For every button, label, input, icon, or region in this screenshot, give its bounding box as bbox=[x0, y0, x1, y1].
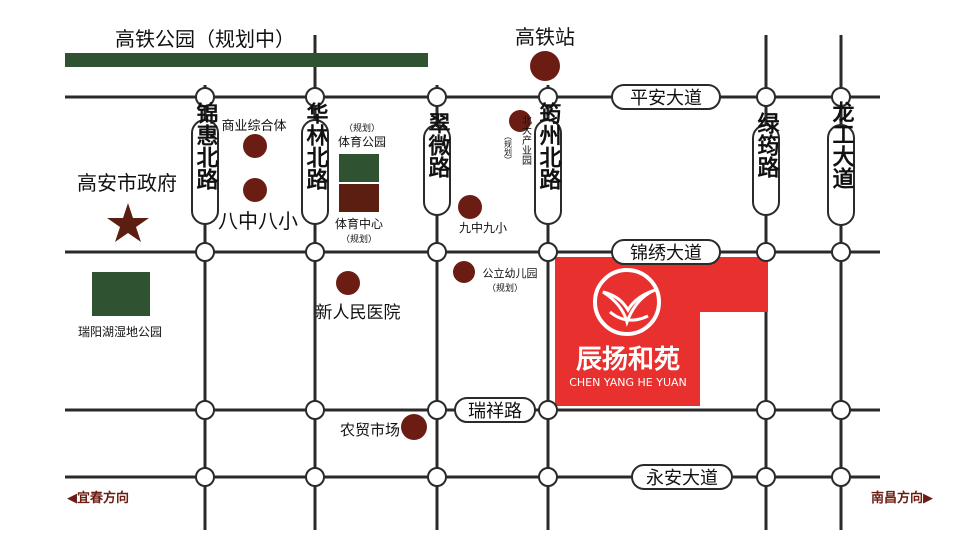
sports-center-block bbox=[339, 184, 379, 212]
road-label-yongan: 永安大道 bbox=[646, 468, 718, 489]
sports-park-block bbox=[339, 154, 379, 182]
pill-ruixiang bbox=[454, 397, 536, 423]
star-icon bbox=[107, 203, 149, 242]
station-label: 高铁站 bbox=[515, 25, 575, 49]
sports-park-note: （规划） bbox=[344, 122, 380, 134]
road-label-pingan: 平安大道 bbox=[630, 88, 702, 109]
beidou-label: 北大产业园 bbox=[520, 115, 532, 166]
school8-label: 八中八小 bbox=[218, 209, 298, 233]
hospital-label: 新人民医院 bbox=[316, 303, 401, 323]
intersections bbox=[195, 87, 851, 487]
commercial-marker bbox=[243, 134, 267, 158]
pill-cuiwei bbox=[423, 124, 451, 216]
road-label-longgong: 龙工大道 bbox=[829, 101, 855, 189]
leaf-logo-icon bbox=[593, 268, 661, 336]
hsr-station-marker bbox=[530, 51, 560, 81]
pill-hualin bbox=[301, 119, 329, 225]
pill-pingan bbox=[611, 84, 721, 110]
kindergarten-marker bbox=[453, 261, 475, 283]
road-label-cuiwei: 翠微路 bbox=[425, 112, 452, 178]
gov-label: 高安市政府 bbox=[77, 171, 177, 195]
sports-center-label: 体育中心 bbox=[335, 216, 383, 231]
market-marker bbox=[401, 414, 427, 440]
pill-jinxiu bbox=[611, 239, 721, 265]
commercial-label: 商业综合体 bbox=[221, 119, 286, 134]
road-label-lvyun: 绿筠路 bbox=[754, 111, 780, 178]
sports-park-label: 体育公园 bbox=[338, 134, 386, 149]
school8-marker bbox=[243, 178, 267, 202]
school9-label: 九中九小 bbox=[459, 220, 507, 235]
kindergarten-note: （规划） bbox=[487, 282, 523, 294]
road-label-jinxiu: 锦绣大道 bbox=[630, 243, 702, 264]
kindergarten-label: 公立幼儿园 bbox=[483, 266, 538, 280]
pill-yongan bbox=[631, 464, 733, 490]
pill-longgong bbox=[827, 124, 855, 226]
project-name-cn: 辰扬和苑 bbox=[576, 345, 680, 375]
pill-yunzhou bbox=[534, 119, 562, 225]
direction-yichun: ◀宜春方向 bbox=[67, 490, 129, 506]
wetland-park-block bbox=[92, 272, 150, 316]
park-plan-label: 高铁公园（规划中） bbox=[115, 27, 295, 51]
sports-center-note: （规划） bbox=[341, 233, 377, 245]
school9-marker bbox=[458, 195, 482, 219]
direction-nanchang: 南昌方向▶ bbox=[871, 490, 933, 506]
wetland-label: 瑞阳湖湿地公园 bbox=[78, 324, 162, 339]
beidou-marker bbox=[509, 110, 531, 132]
road-label-hualin: 华林北路 bbox=[303, 101, 329, 190]
road-label-jinhui: 锦惠北路 bbox=[193, 101, 219, 190]
project-name-en: CHEN YANG HE YUAN bbox=[569, 376, 687, 389]
hospital-marker bbox=[336, 271, 360, 295]
pill-jinhui bbox=[191, 119, 219, 225]
beidou-note: （规划） bbox=[504, 132, 513, 164]
pill-lvyun bbox=[752, 124, 780, 216]
market-label: 农贸市场 bbox=[340, 421, 400, 439]
road-label-ruixiang: 瑞祥路 bbox=[468, 401, 522, 422]
hsr-park-bar bbox=[65, 53, 428, 67]
road-label-yunzhou: 筠州北路 bbox=[536, 101, 562, 190]
